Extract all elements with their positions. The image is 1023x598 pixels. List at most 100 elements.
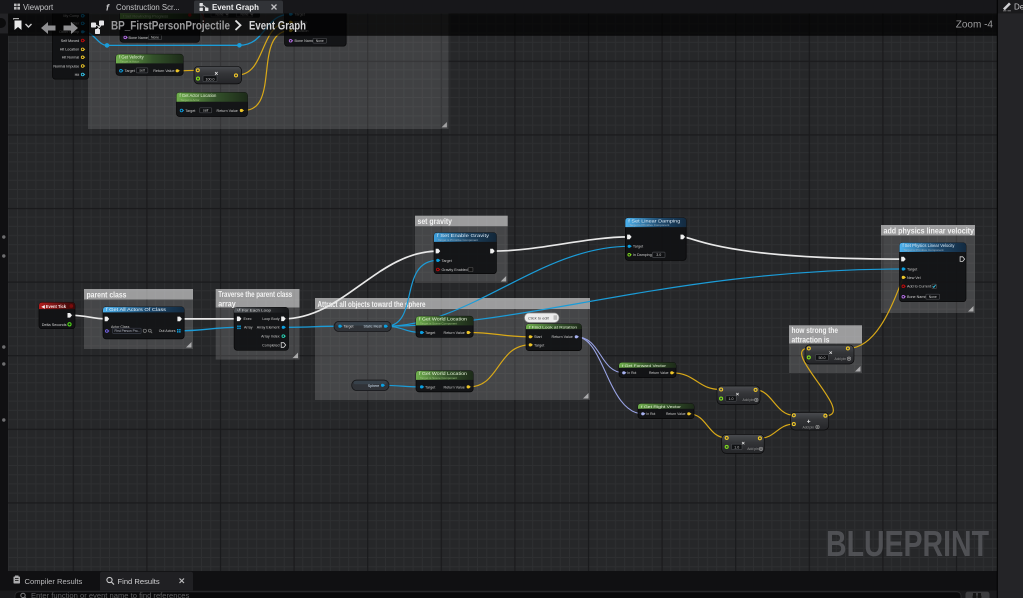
svg-text:×: × bbox=[736, 392, 740, 398]
svg-text:Exec: Exec bbox=[244, 317, 252, 321]
svg-text:Target: Target bbox=[425, 385, 435, 389]
svg-text:In Rot: In Rot bbox=[646, 412, 655, 416]
svg-text:Target: Target bbox=[534, 343, 544, 347]
svg-text:Attract all objects toward the: Attract all objects toward the sphere bbox=[318, 299, 426, 309]
svg-text:Hit Normal: Hit Normal bbox=[62, 56, 80, 60]
svg-text:Target: Target bbox=[442, 259, 452, 263]
svg-text:1.0: 1.0 bbox=[729, 397, 734, 401]
svg-text:Loop Body: Loop Body bbox=[262, 317, 279, 321]
svg-text:Out Actors: Out Actors bbox=[159, 329, 176, 333]
svg-text:Zoom -4: Zoom -4 bbox=[956, 20, 994, 31]
svg-text:Return Value: Return Value bbox=[552, 335, 573, 339]
svg-text:f Set Linear Damping: f Set Linear Damping bbox=[628, 218, 681, 223]
svg-text:×: × bbox=[215, 70, 219, 77]
svg-text:Array Element: Array Element bbox=[257, 326, 280, 330]
svg-text:3.0: 3.0 bbox=[656, 253, 661, 257]
svg-text:Target: Target bbox=[125, 69, 135, 73]
svg-text:Event Graph: Event Graph bbox=[249, 21, 306, 33]
svg-text:Add pin: Add pin bbox=[835, 357, 847, 361]
svg-text:f Get Actor Location: f Get Actor Location bbox=[180, 93, 217, 98]
svg-text:Add pin: Add pin bbox=[803, 425, 815, 429]
svg-text:Target is Scene Component: Target is Scene Component bbox=[420, 322, 457, 326]
svg-text:BP_FirstPersonProjectile: BP_FirstPersonProjectile bbox=[111, 21, 230, 33]
svg-text:Target is Scene Component: Target is Scene Component bbox=[420, 376, 457, 380]
svg-text:how strong the: how strong the bbox=[792, 325, 839, 335]
svg-text:Return Value: Return Value bbox=[649, 371, 669, 375]
svg-text:Target is Primitive Component: Target is Primitive Component bbox=[438, 238, 478, 242]
svg-text:Return Value: Return Value bbox=[666, 412, 686, 416]
svg-text:Array Index: Array Index bbox=[261, 335, 280, 339]
svg-text:parent class: parent class bbox=[87, 290, 127, 300]
svg-text:f Get All Actors Of Class: f Get All Actors Of Class bbox=[106, 307, 166, 312]
svg-text:Self Moved: Self Moved bbox=[61, 39, 79, 43]
svg-text:Event Graph: Event Graph bbox=[212, 3, 259, 12]
svg-text:Bone Name: Bone Name bbox=[907, 295, 926, 299]
svg-text:Compiler Results: Compiler Results bbox=[25, 577, 83, 586]
svg-text:1.0: 1.0 bbox=[734, 445, 739, 449]
svg-text:Hit: Hit bbox=[75, 73, 80, 77]
svg-text:f Get World Location: f Get World Location bbox=[419, 317, 468, 322]
svg-text:Enter function or event name t: Enter function or event name to find ref… bbox=[31, 591, 189, 598]
svg-text:self: self bbox=[203, 109, 208, 113]
svg-text:Actor Class: Actor Class bbox=[111, 325, 130, 329]
svg-text:Bone Name: Bone Name bbox=[129, 36, 148, 40]
svg-text:Add to Current: Add to Current bbox=[907, 285, 931, 289]
svg-text:Target is Actor: Target is Actor bbox=[181, 98, 200, 102]
svg-text:None: None bbox=[316, 39, 324, 43]
svg-text:Return Value: Return Value bbox=[444, 331, 465, 335]
svg-text:Normal Impulse: Normal Impulse bbox=[53, 64, 79, 68]
svg-text:100.0: 100.0 bbox=[206, 77, 215, 81]
svg-text:Viewport: Viewport bbox=[23, 3, 54, 12]
svg-text:Gravity Enabled: Gravity Enabled bbox=[442, 268, 468, 272]
svg-text:Traverse the parent class: Traverse the parent class bbox=[218, 289, 292, 299]
svg-text:Static Mesh: Static Mesh bbox=[364, 325, 383, 329]
svg-text:In Rot: In Rot bbox=[627, 371, 636, 375]
svg-text:Delta Seconds: Delta Seconds bbox=[42, 323, 67, 327]
svg-text:Add pin: Add pin bbox=[743, 398, 755, 402]
svg-text:Click to edit: Click to edit bbox=[528, 315, 550, 320]
svg-text:f Get Forward Vector: f Get Forward Vector bbox=[622, 364, 667, 368]
svg-text:×: × bbox=[829, 351, 833, 357]
svg-text:Array: Array bbox=[244, 326, 253, 330]
svg-text:Construction Scr...: Construction Scr... bbox=[116, 3, 180, 12]
svg-text:In Damping: In Damping bbox=[633, 253, 652, 257]
svg-text:Target: Target bbox=[907, 267, 917, 271]
svg-text:f Set Enable Gravity: f Set Enable Gravity bbox=[437, 233, 490, 238]
svg-text:Target is Primitive Component: Target is Primitive Component bbox=[629, 223, 669, 227]
svg-text:add physics linear velocity: add physics linear velocity bbox=[884, 226, 975, 236]
svg-text:Sphere: Sphere bbox=[368, 384, 380, 388]
svg-text:f Set Physics Linear Velocity: f Set Physics Linear Velocity bbox=[903, 243, 956, 248]
svg-text:Find Results: Find Results bbox=[118, 577, 160, 586]
svg-text:set gravity: set gravity bbox=[418, 216, 453, 226]
svg-text:◀ Event Tick: ◀ Event Tick bbox=[41, 304, 67, 309]
svg-text:None: None bbox=[151, 35, 159, 39]
svg-text:Target: Target bbox=[425, 331, 435, 335]
svg-text:None: None bbox=[929, 295, 937, 299]
svg-text:attraction is: attraction is bbox=[792, 335, 830, 345]
svg-text:50.0: 50.0 bbox=[819, 356, 826, 360]
svg-text:array: array bbox=[218, 299, 236, 309]
svg-text:Bone Name: Bone Name bbox=[295, 39, 314, 43]
svg-text:Target: Target bbox=[185, 109, 195, 113]
svg-text:Return Value: Return Value bbox=[444, 385, 465, 389]
svg-text:↺ For Each Loop: ↺ For Each Loop bbox=[237, 308, 271, 313]
svg-text:Target is Actor: Target is Actor bbox=[120, 60, 139, 64]
svg-text:Target: Target bbox=[344, 325, 354, 329]
svg-text:Hit Location: Hit Location bbox=[60, 48, 79, 52]
svg-text:f Find Look at Rotation: f Find Look at Rotation bbox=[529, 324, 577, 329]
svg-text:Start: Start bbox=[534, 335, 542, 339]
svg-text:De: De bbox=[1014, 3, 1023, 12]
svg-text:Return Value: Return Value bbox=[217, 109, 238, 113]
svg-text:Target is Primitive Component: Target is Primitive Component bbox=[904, 248, 944, 252]
svg-text:BLUEPRINT: BLUEPRINT bbox=[826, 523, 989, 564]
svg-text:f: f bbox=[106, 3, 110, 13]
svg-text:Add pin: Add pin bbox=[747, 447, 759, 451]
svg-text:self: self bbox=[139, 69, 144, 73]
svg-text:f Get Right Vector: f Get Right Vector bbox=[641, 405, 682, 409]
svg-text:Completed: Completed bbox=[262, 343, 279, 347]
svg-text:Target: Target bbox=[633, 245, 643, 249]
svg-text:×: × bbox=[742, 441, 746, 447]
svg-text:+: + bbox=[807, 418, 811, 425]
svg-text:First Person Pro...: First Person Pro... bbox=[115, 329, 141, 333]
svg-text:f Get World Location: f Get World Location bbox=[419, 371, 468, 376]
